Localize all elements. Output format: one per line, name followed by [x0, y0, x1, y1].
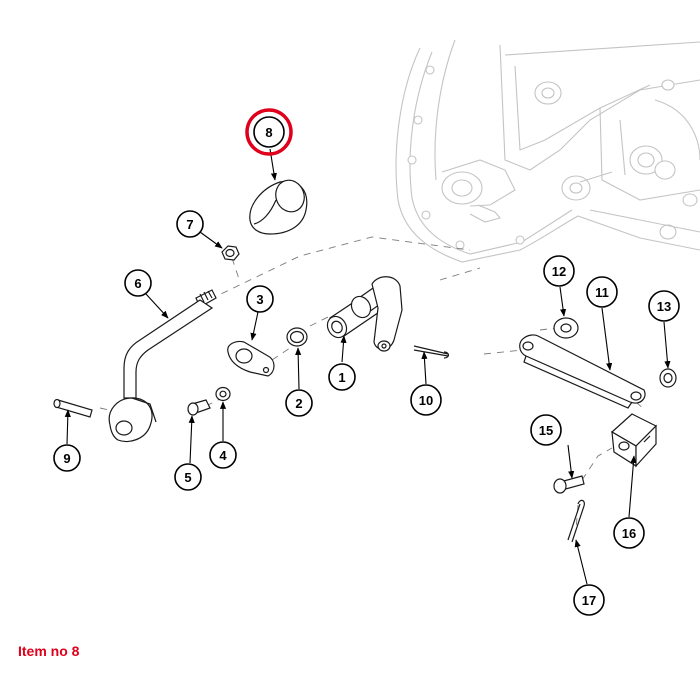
split-pin-part: [567, 499, 585, 543]
callout-4[interactable]: 4: [209, 441, 237, 469]
highlight-ring: [245, 108, 293, 156]
callout-2[interactable]: 2: [285, 389, 313, 417]
callout-label: 17: [582, 593, 596, 608]
callout-label: 3: [256, 292, 263, 307]
callout-label: 11: [595, 285, 609, 300]
callout-label: 8: [265, 125, 272, 140]
knob-part: [249, 179, 308, 235]
nut-part: [221, 245, 240, 261]
housing-background: [395, 39, 700, 263]
callout-label: 13: [657, 299, 671, 314]
callout-6[interactable]: 6: [124, 269, 152, 297]
leader-lines: [64, 148, 671, 585]
callout-11[interactable]: 11: [586, 276, 618, 308]
callout-label: 1: [338, 370, 345, 385]
item-caption: Item no 8: [18, 643, 80, 659]
callout-17[interactable]: 17: [573, 584, 605, 616]
pin-part: [53, 398, 93, 418]
callout-1[interactable]: 1: [328, 363, 356, 391]
shaft-arm-part: [326, 276, 403, 352]
bolt-part: [187, 399, 211, 416]
clevis-part: [610, 413, 658, 468]
cotter-pin-part: [413, 345, 450, 359]
bracket-part: [227, 340, 275, 377]
callout-8[interactable]: 8: [245, 108, 293, 156]
callout-label: 16: [622, 526, 636, 541]
callout-label: 12: [552, 264, 566, 279]
callout-label: 4: [219, 448, 227, 463]
callout-13[interactable]: 13: [648, 290, 680, 322]
lever-arm-part: [108, 289, 217, 443]
callout-5[interactable]: 5: [174, 463, 202, 491]
callout-9[interactable]: 9: [53, 444, 81, 472]
washer-part: [215, 386, 231, 402]
callout-3[interactable]: 3: [246, 285, 274, 313]
ring-part: [286, 327, 308, 347]
callout-label: 10: [419, 393, 433, 408]
callout-label: 2: [295, 396, 302, 411]
callout-label: 7: [186, 217, 193, 232]
callout-16[interactable]: 15: [530, 414, 562, 446]
callout-12[interactable]: 12: [543, 255, 575, 287]
callout-10[interactable]: 10: [410, 384, 442, 416]
clevis-pin-part: [553, 475, 585, 494]
callout-label: 6: [134, 276, 141, 291]
callout-label: 9: [63, 451, 70, 466]
callout-7[interactable]: 7: [176, 210, 204, 238]
callout-label: 5: [184, 470, 191, 485]
callout-label: 15: [539, 423, 553, 438]
washer-13-part: [659, 368, 677, 388]
callout-15[interactable]: 16: [613, 517, 645, 549]
washer-12-part: [553, 317, 579, 339]
link-bar-part: [519, 334, 646, 409]
